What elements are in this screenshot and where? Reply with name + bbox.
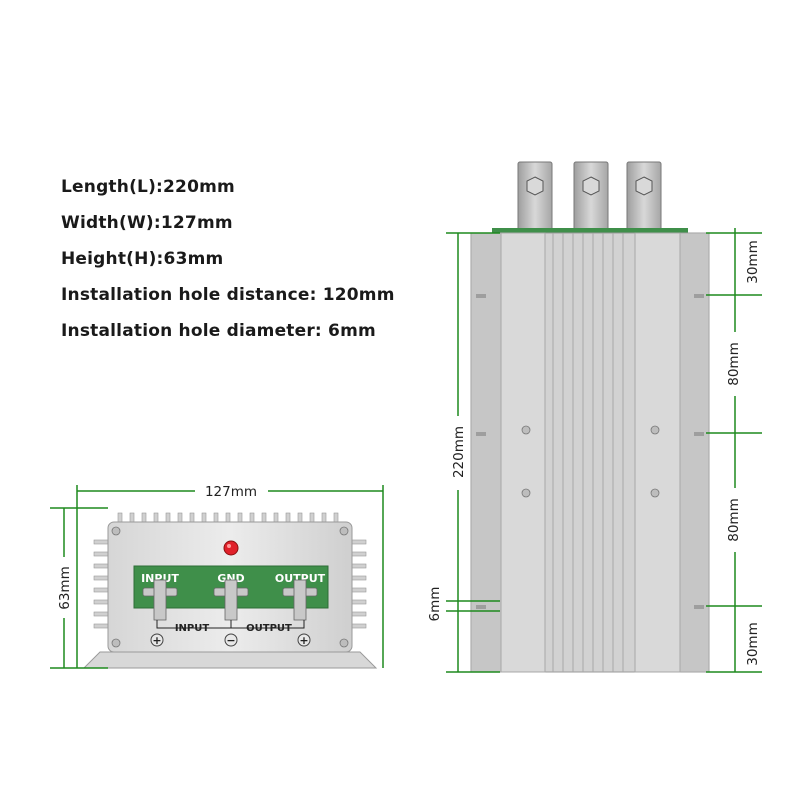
segment-dimensions xyxy=(706,228,762,673)
heatsink-fins xyxy=(93,512,367,629)
width-label: 127mm xyxy=(205,484,257,500)
terminal-studs xyxy=(142,579,318,621)
mounting-flange xyxy=(82,651,378,669)
terminal-brackets xyxy=(156,620,305,629)
corner-screws xyxy=(111,526,349,648)
segment-label-2: 80mm xyxy=(726,342,742,385)
mounting-slots xyxy=(476,294,704,609)
led-indicator xyxy=(223,540,239,556)
top-screws xyxy=(521,425,660,498)
svg-text:+: + xyxy=(299,634,308,647)
svg-text:+: + xyxy=(152,634,161,647)
segment-label-4: 30mm xyxy=(745,622,761,665)
width-dimension xyxy=(76,485,384,668)
board-label-input: INPUT xyxy=(141,572,179,585)
front-view: INPUT GND OUTPUT + − + INPUT OUTPUT xyxy=(50,484,384,669)
terminal-label-input: INPUT xyxy=(175,623,210,634)
polarity-symbols: + − + xyxy=(150,633,311,647)
length-label: 220mm xyxy=(451,426,467,478)
hole-diameter-label: 6mm xyxy=(427,587,443,622)
top-view: 220mm 6mm 30mm 80mm 80mm 30mm xyxy=(427,161,762,673)
board-label-gnd: GND xyxy=(217,572,244,585)
terminal-tabs xyxy=(517,161,662,235)
board-label-output: OUTPUT xyxy=(275,572,326,585)
top-fins xyxy=(500,232,681,673)
svg-text:−: − xyxy=(226,634,235,647)
segment-label-3: 80mm xyxy=(726,498,742,541)
top-pcb-edge xyxy=(492,228,688,234)
spec-list: Length(L):220mm Width(W):127mm Height(H)… xyxy=(61,172,395,352)
spec-width: Width(W):127mm xyxy=(61,213,233,233)
terminal-label-output: OUTPUT xyxy=(246,623,292,634)
spec-height: Height(H):63mm xyxy=(61,249,224,269)
segment-label-1: 30mm xyxy=(745,240,761,283)
height-dimension xyxy=(50,507,108,669)
spec-hole-diameter: Installation hole diameter: 6mm xyxy=(61,321,376,341)
spec-length: Length(L):220mm xyxy=(61,177,235,197)
height-label: 63mm xyxy=(57,566,73,609)
length-dimension xyxy=(446,232,500,673)
spec-hole-distance: Installation hole distance: 120mm xyxy=(61,285,395,305)
